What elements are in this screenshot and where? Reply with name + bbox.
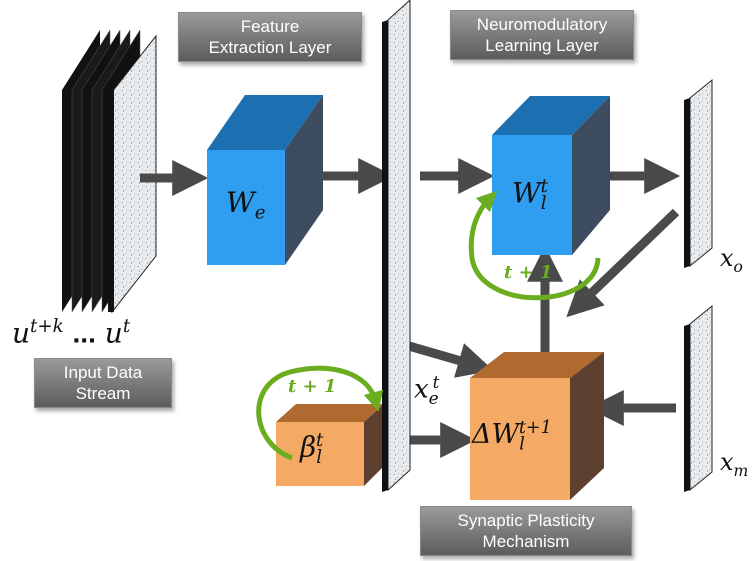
input-sequence-label: ut+k ... ut — [12, 316, 131, 350]
synaptic-label-line2: Mechanism — [482, 532, 570, 551]
neuro-label-line2: Learning Layer — [485, 36, 599, 55]
arrow-xo-to-dw — [566, 208, 680, 318]
xe-plane — [382, 0, 411, 492]
beta-label: βlt — [300, 430, 324, 468]
synaptic-label-line1: Synaptic Plasticity — [457, 511, 595, 530]
synaptic-plasticity-label: Synaptic Plasticity Mechanism — [420, 506, 632, 556]
xm-label: xm — [720, 448, 749, 480]
wl-label: Wlt — [512, 176, 548, 214]
input-label-line2: Stream — [75, 384, 131, 403]
xe-label: xet — [414, 372, 440, 408]
feature-label-line2: Extraction Layer — [208, 38, 332, 57]
feature-extraction-label: Feature Extraction Layer — [178, 12, 362, 62]
delta-w-label: ΔWlt+1 — [472, 418, 552, 455]
delta-w-cube — [470, 352, 604, 500]
beta-loop-arrow — [256, 365, 384, 461]
beta-loop-label: t + 1 — [288, 376, 337, 397]
input-data-stream-label: Input Data Stream — [34, 358, 172, 408]
arrow-xe-to-dw — [400, 339, 494, 378]
xm-plane — [684, 304, 713, 492]
input-label-line1: Input Data — [63, 363, 143, 382]
xo-plane — [684, 78, 713, 268]
wl-cube — [492, 96, 610, 255]
beta-cube — [276, 404, 384, 486]
we-cube — [207, 95, 323, 265]
input-frame-stack — [62, 29, 157, 314]
wl-loop-arrow — [468, 190, 601, 301]
neuro-label-line1: Neuromodulatory — [476, 15, 608, 34]
wl-loop-label: t + 1 — [504, 262, 553, 283]
xo-label: xo — [720, 244, 743, 276]
we-label: We — [226, 186, 266, 224]
neuromodulatory-label: Neuromodulatory Learning Layer — [450, 10, 634, 60]
update-loops — [256, 190, 601, 461]
feature-label-line1: Feature — [240, 17, 300, 36]
